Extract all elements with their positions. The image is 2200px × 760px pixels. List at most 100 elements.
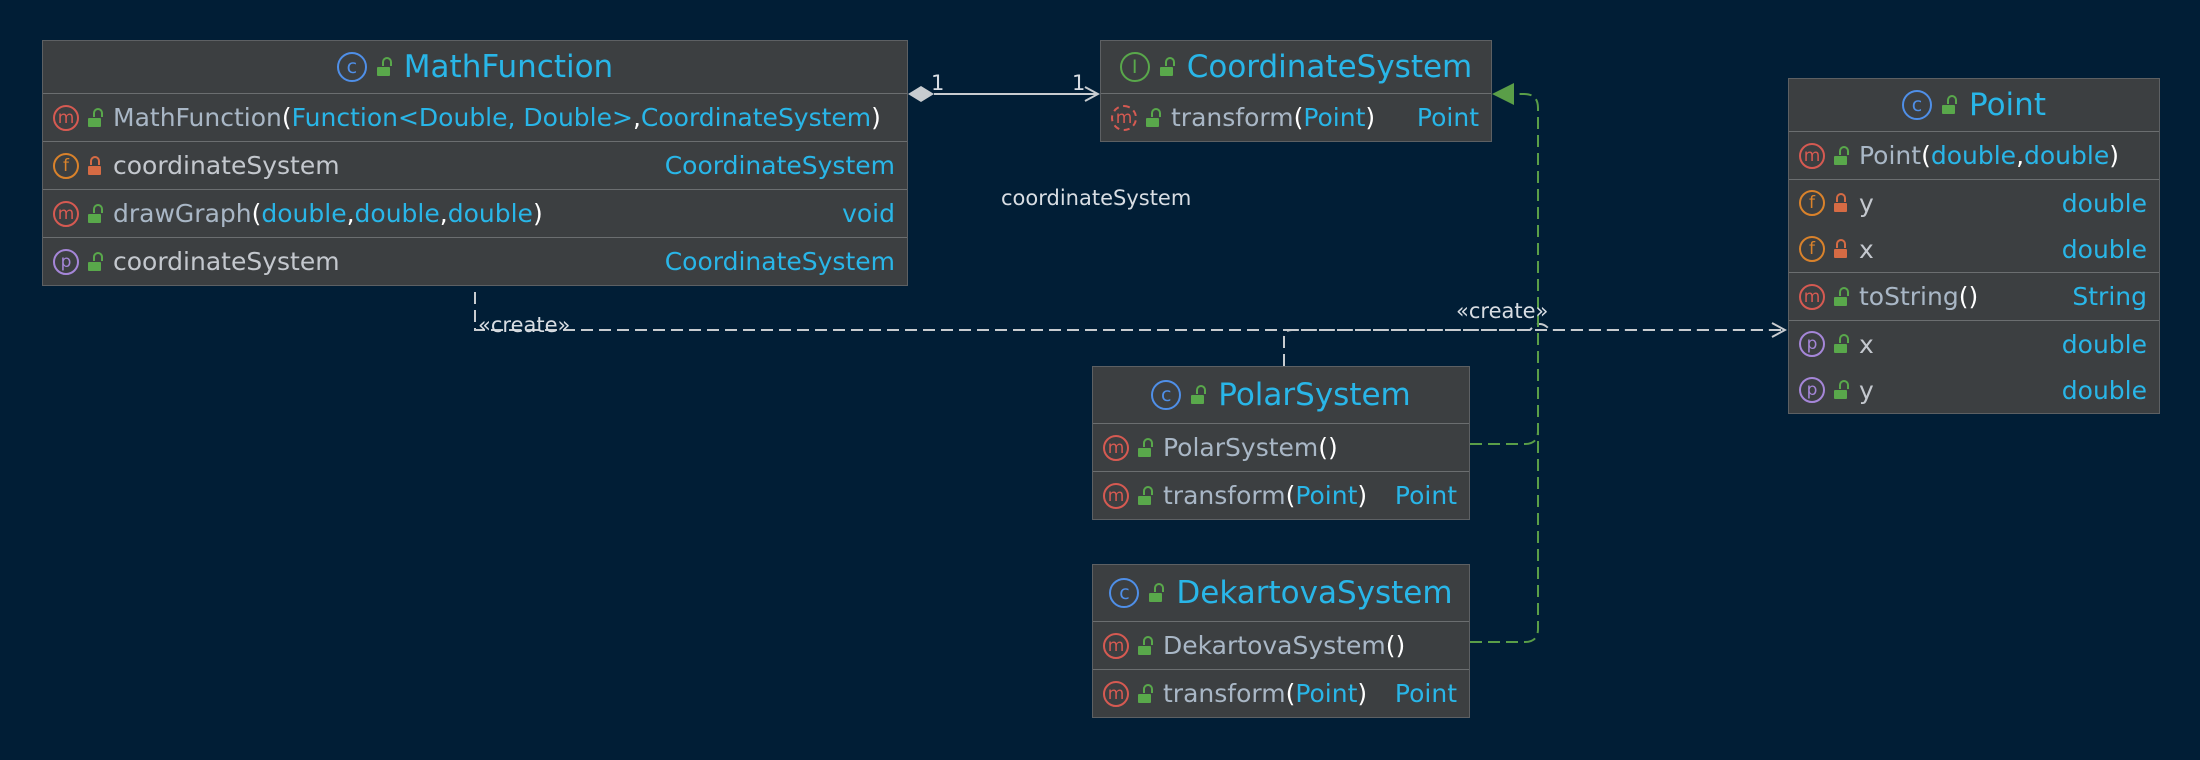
class-polar-system[interactable]: c PolarSystem m PolarSystem() m transfor… xyxy=(1092,366,1470,520)
properties-group: p x double p y double xyxy=(1789,321,2159,413)
private-visibility-icon xyxy=(1834,193,1847,212)
public-visibility-icon xyxy=(1942,95,1957,114)
realization-edge-polar-system[interactable] xyxy=(1470,93,1539,445)
property-type: double xyxy=(2061,375,2147,405)
member-row[interactable]: m drawGraph(double, double, double) void xyxy=(43,190,907,237)
public-visibility-icon xyxy=(1149,583,1165,602)
constructors-group: m PolarSystem() xyxy=(1093,424,1469,472)
public-visibility-icon xyxy=(376,57,392,76)
public-visibility-icon xyxy=(1834,286,1849,306)
member-row[interactable]: p coordinateSystem CoordinateSystem xyxy=(43,238,907,285)
method-icon: m xyxy=(1103,632,1129,659)
member-row[interactable]: m DekartovaSystem() xyxy=(1093,622,1469,669)
class-name: PolarSystem xyxy=(1218,377,1411,413)
public-visibility-icon xyxy=(1834,334,1849,353)
method-icon: m xyxy=(1103,680,1129,707)
member-row[interactable]: m transform(Point) Point xyxy=(1093,670,1469,717)
constructor-name: MathFunction xyxy=(113,103,282,132)
realization-edge-dekartova-system[interactable] xyxy=(1470,431,1539,643)
public-visibility-icon xyxy=(1834,380,1849,399)
create-dependency-edge-math-function[interactable] xyxy=(474,292,1785,330)
method-name: drawGraph xyxy=(113,199,252,228)
method-name: transform xyxy=(1171,103,1294,132)
public-visibility-icon xyxy=(1138,437,1153,457)
param-type: Point xyxy=(1295,679,1358,708)
public-visibility-icon xyxy=(1834,145,1849,165)
field-icon: f xyxy=(1799,236,1825,262)
fields-group: f y double f x double xyxy=(1789,180,2159,273)
member-row[interactable]: p y double xyxy=(1789,367,2159,413)
constructors-group: m DekartovaSystem() xyxy=(1093,622,1469,670)
field-icon: f xyxy=(53,152,79,179)
return-type: Point xyxy=(1394,679,1457,708)
composition-role-label: coordinateSystem xyxy=(1001,186,1192,210)
methods-group: m toString() String xyxy=(1789,273,2159,321)
constructors-group: m Point(double, double) xyxy=(1789,132,2159,180)
class-header: c PolarSystem xyxy=(1093,367,1469,424)
class-math-function[interactable]: c MathFunction m MathFunction(Function<D… xyxy=(42,40,908,286)
constructor-name: Point xyxy=(1859,141,1922,170)
public-visibility-icon xyxy=(1146,107,1161,127)
return-type: Point xyxy=(1416,103,1479,132)
member-row[interactable]: f y double xyxy=(1789,180,2159,226)
public-visibility-icon xyxy=(1159,57,1175,76)
class-dekartova-system[interactable]: c DekartovaSystem m DekartovaSystem() m … xyxy=(1092,564,1470,718)
property-type: CoordinateSystem xyxy=(664,247,895,276)
param-type: CoordinateSystem xyxy=(640,103,872,132)
create-dependency-edge-polar-system[interactable] xyxy=(1283,323,1785,366)
interface-coordinate-system[interactable]: I CoordinateSystem m transform(Point) Po… xyxy=(1100,40,1492,142)
class-icon: c xyxy=(1151,380,1182,410)
method-name: transform xyxy=(1163,679,1286,708)
param-type: Function<Double, Double> xyxy=(291,103,633,132)
method-name: transform xyxy=(1163,481,1286,510)
property-name: x xyxy=(1859,329,1874,359)
constructors-group: m MathFunction(Function<Double, Double>,… xyxy=(43,94,907,142)
class-icon: c xyxy=(336,52,367,82)
class-icon: c xyxy=(1902,90,1932,120)
public-visibility-icon xyxy=(1138,635,1153,655)
class-header: c MathFunction xyxy=(43,41,907,94)
field-type: double xyxy=(2061,188,2147,218)
property-icon: p xyxy=(1799,331,1825,357)
class-name: CoordinateSystem xyxy=(1186,49,1473,85)
abstract-method-icon: m xyxy=(1111,104,1137,131)
method-icon: m xyxy=(1799,142,1825,169)
return-type: String xyxy=(2072,282,2147,311)
class-point[interactable]: c Point m Point(double, double) f y doub… xyxy=(1788,78,2160,414)
param-type: double xyxy=(2024,141,2110,170)
class-header: I CoordinateSystem xyxy=(1101,41,1491,94)
member-row[interactable]: p x double xyxy=(1789,321,2159,367)
class-name: DekartovaSystem xyxy=(1176,575,1453,611)
class-name: MathFunction xyxy=(403,49,614,85)
composition-target-multiplicity: 1 xyxy=(1072,71,1086,95)
member-row[interactable]: m Point(double, double) xyxy=(1789,132,2159,179)
create-label-polar-system: «create» xyxy=(1456,299,1549,323)
field-name: x xyxy=(1859,234,1874,264)
method-name: toString xyxy=(1859,282,1959,311)
public-visibility-icon xyxy=(1191,385,1207,404)
property-icon: p xyxy=(1799,377,1825,403)
param-type: double xyxy=(447,199,533,228)
composition-edge[interactable] xyxy=(908,86,1098,102)
methods-group: m transform(Point) Point xyxy=(1101,94,1491,141)
member-row[interactable]: m PolarSystem() xyxy=(1093,424,1469,471)
member-row[interactable]: f x double xyxy=(1789,226,2159,272)
interface-icon: I xyxy=(1119,52,1150,82)
create-label-math-function: «create» xyxy=(478,313,571,337)
method-icon: m xyxy=(1103,482,1129,509)
property-name: y xyxy=(1859,375,1874,405)
member-row[interactable]: m transform(Point) Point xyxy=(1093,472,1469,519)
public-visibility-icon xyxy=(88,203,103,223)
field-icon: f xyxy=(1799,190,1825,216)
member-row[interactable]: m MathFunction(Function<Double, Double>,… xyxy=(43,94,907,141)
property-icon: p xyxy=(53,248,79,275)
member-row[interactable]: m transform(Point) Point xyxy=(1101,94,1491,141)
member-row[interactable]: m toString() String xyxy=(1789,273,2159,320)
composition-source-multiplicity: 1 xyxy=(931,71,945,95)
realization-arrowhead xyxy=(1492,83,1514,105)
member-row[interactable]: f coordinateSystem CoordinateSystem xyxy=(43,142,907,189)
methods-group: m transform(Point) Point xyxy=(1093,472,1469,519)
public-visibility-icon xyxy=(1138,485,1153,505)
public-visibility-icon xyxy=(1138,683,1153,703)
